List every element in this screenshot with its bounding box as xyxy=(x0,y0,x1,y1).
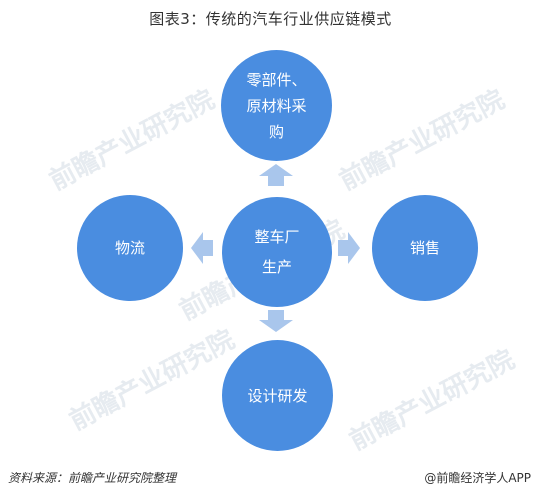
node-logistics-label: 物流 xyxy=(114,239,145,257)
node-procurement-label-line1: 零部件、 xyxy=(246,70,307,89)
watermark-text: 前瞻产业研究院 xyxy=(334,84,510,197)
node-procurement-label-line3: 购 xyxy=(268,122,284,141)
node-vehicle-production-label-line2: 生产 xyxy=(261,258,292,276)
node-sales-label: 销售 xyxy=(409,239,440,257)
node-vehicle-production-label-line1: 整车厂 xyxy=(254,228,300,246)
node-procurement: 零部件、 原材料采 购 xyxy=(221,50,332,161)
arrow-right-icon xyxy=(338,232,360,264)
brand-credit: @前瞻经济学人APP xyxy=(424,471,531,485)
node-procurement-label-line2: 原材料采 xyxy=(246,96,307,115)
diagram-title: 图表3：传统的汽车行业供应链模式 xyxy=(149,10,392,28)
node-design-rd: 设计研发 xyxy=(222,340,333,451)
arrow-up-icon xyxy=(259,164,293,186)
watermark-text: 前瞻产业研究院 xyxy=(344,344,520,457)
watermark-text: 前瞻产业研究院 xyxy=(44,84,220,197)
watermark-text: 前瞻产业研究院 xyxy=(64,324,240,437)
source-note: 资料来源：前瞻产业研究院整理 xyxy=(8,471,177,485)
node-design-rd-label: 设计研发 xyxy=(247,386,308,405)
node-logistics: 物流 xyxy=(77,195,183,301)
node-vehicle-production: 整车厂 生产 xyxy=(222,197,332,307)
arrow-down-icon xyxy=(259,310,293,332)
arrow-left-icon xyxy=(191,232,213,264)
node-sales: 销售 xyxy=(372,195,478,301)
